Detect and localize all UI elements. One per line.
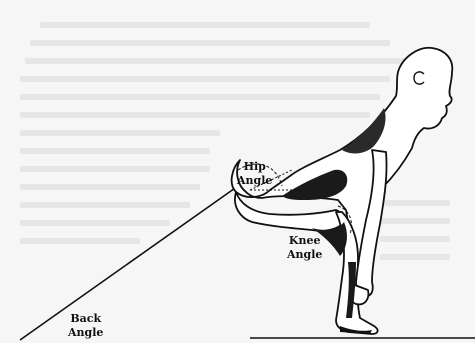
back-angle-label-line2: Angle <box>68 326 103 340</box>
hip-angle-label: Hip Angle <box>237 160 272 188</box>
knee-angle-label-line1: Knee <box>287 234 322 248</box>
knee-angle-label: Knee Angle <box>287 234 322 262</box>
hip-angle-label-line2: Angle <box>237 174 272 188</box>
back-angle-line <box>20 186 238 340</box>
hip-angle-label-line1: Hip <box>237 160 272 174</box>
knee-angle-label-line2: Angle <box>287 248 322 262</box>
back-angle-label: Back Angle <box>68 312 103 340</box>
human-figure <box>232 48 453 334</box>
back-angle-label-line1: Back <box>68 312 103 326</box>
